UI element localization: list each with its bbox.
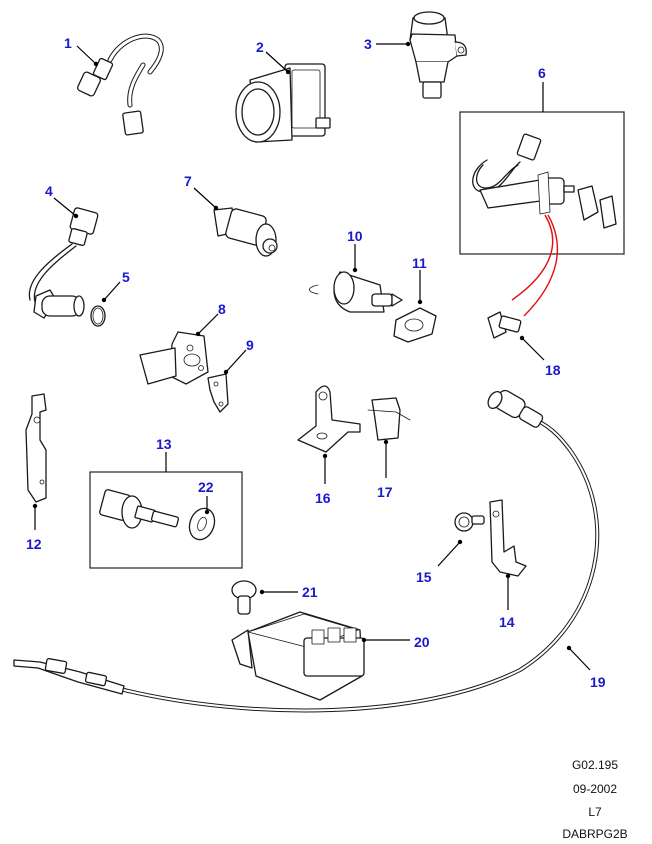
part-20-control-module[interactable] (231, 611, 365, 701)
callout-16[interactable]: 16 (315, 490, 331, 506)
highlight-wire-1 (511, 214, 554, 301)
callout-11[interactable]: 11 (412, 255, 427, 271)
callout-18[interactable]: 18 (545, 362, 561, 378)
part-11-gasket[interactable] (393, 307, 437, 343)
part-15-p-clip[interactable] (454, 512, 485, 532)
part-14-bracket[interactable] (489, 499, 527, 577)
callout-1[interactable]: 1 (64, 35, 72, 51)
leader-lines (32, 41, 591, 671)
callout-13[interactable]: 13 (156, 436, 172, 452)
part-12-bracket[interactable] (25, 393, 47, 503)
part-19-cable[interactable] (13, 388, 600, 713)
callout-4[interactable]: 4 (45, 183, 53, 199)
callout-12[interactable]: 12 (26, 536, 42, 552)
part-10-idle-valve[interactable] (308, 271, 403, 313)
group-box-6 (459, 111, 625, 255)
footer-level: L7 (588, 805, 602, 819)
part-21-screw[interactable] (231, 580, 257, 615)
part-8-throttle-sensor[interactable] (139, 331, 209, 385)
part-2-airflow-meter[interactable] (235, 63, 331, 143)
callout-3[interactable]: 3 (364, 36, 372, 52)
footer-ref-code: G02.195 (571, 758, 619, 772)
callout-labels: 1 2 3 4 5 6 7 8 9 10 11 12 13 14 15 16 1… (26, 35, 606, 690)
part-16-bracket[interactable] (297, 385, 361, 453)
callout-6[interactable]: 6 (538, 65, 546, 81)
part-5-o-ring[interactable] (90, 305, 106, 327)
part-22-washer[interactable] (185, 505, 218, 543)
footer-doc-code: DABRPG2B (562, 827, 628, 841)
part-3-solenoid[interactable] (409, 11, 467, 99)
callout-21[interactable]: 21 (302, 584, 318, 600)
part-9-gasket-plate[interactable] (207, 373, 229, 413)
callout-22[interactable]: 22 (198, 479, 214, 495)
footer-date: 09-2002 (572, 782, 618, 796)
highlight-wire-2 (523, 214, 559, 317)
part-4-position-sensor[interactable] (28, 207, 99, 319)
part-18-bolt[interactable] (487, 311, 522, 339)
callout-19[interactable]: 19 (590, 674, 606, 690)
part-1-sensor-harness[interactable] (76, 33, 164, 136)
callout-9[interactable]: 9 (246, 337, 254, 353)
callout-5[interactable]: 5 (122, 269, 130, 285)
part-17-clip[interactable] (367, 397, 411, 441)
callout-15[interactable]: 15 (416, 569, 432, 585)
part-13-temperature-sender[interactable] (99, 489, 180, 529)
callout-2[interactable]: 2 (256, 39, 264, 55)
callout-17[interactable]: 17 (377, 484, 393, 500)
callout-7[interactable]: 7 (184, 173, 192, 189)
callout-20[interactable]: 20 (414, 634, 430, 650)
callout-14[interactable]: 14 (499, 614, 515, 630)
callout-8[interactable]: 8 (218, 301, 226, 317)
part-7-pressure-switch[interactable] (213, 207, 278, 257)
callout-10[interactable]: 10 (347, 228, 363, 244)
part-6-sensor-kit[interactable] (472, 133, 617, 229)
